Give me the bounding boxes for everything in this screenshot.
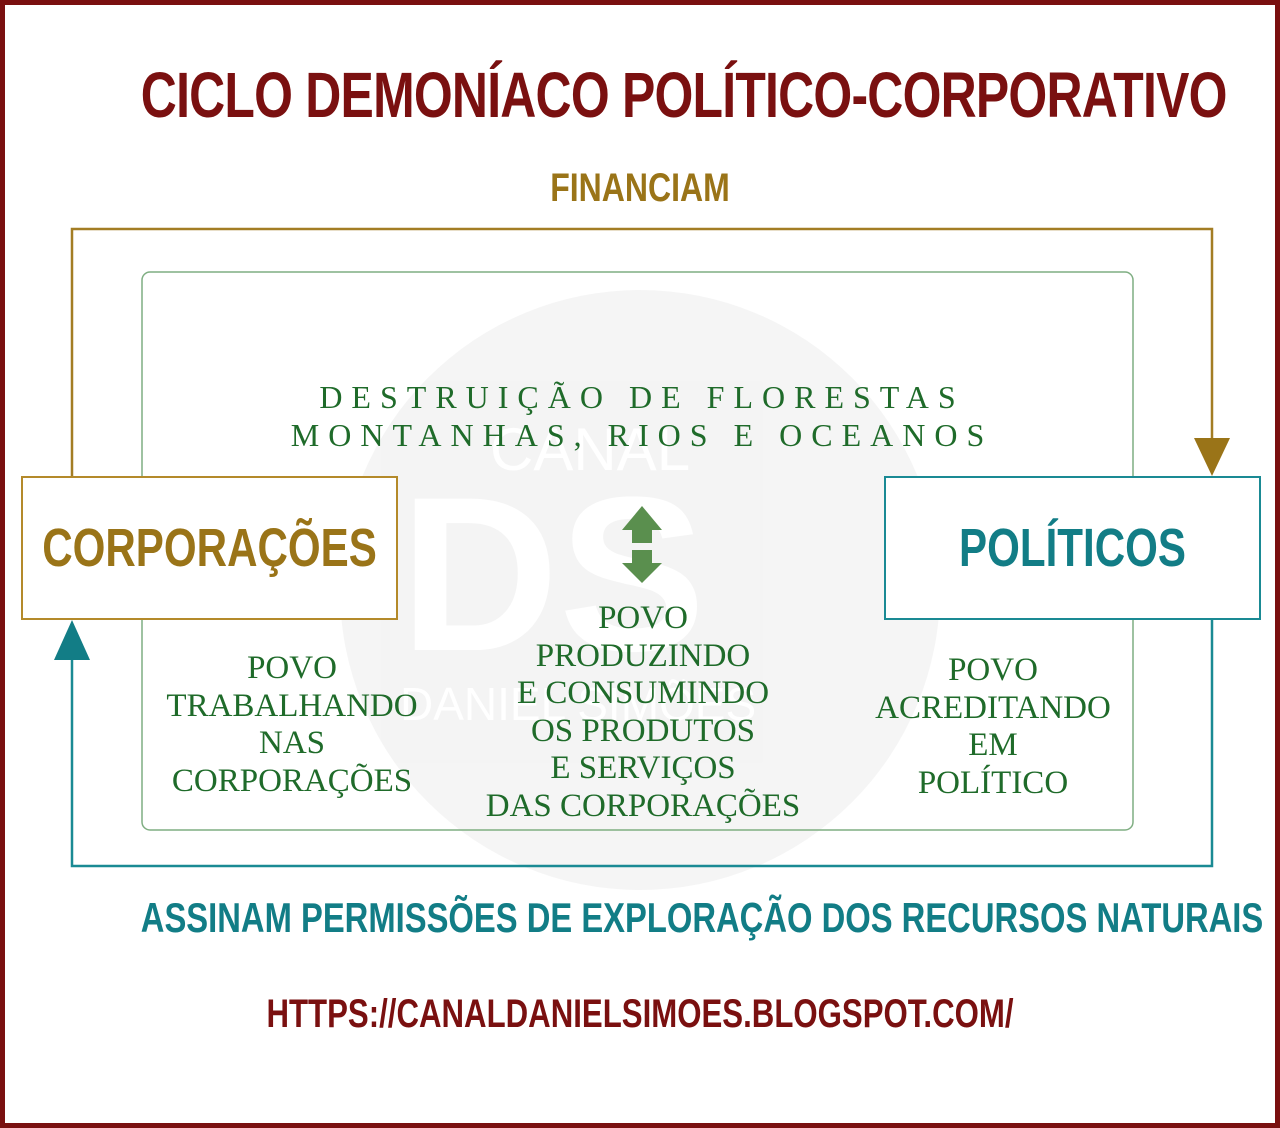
- diagram-title: CICLO DEMONÍACO POLÍTICO-CORPORATIVO: [140, 59, 1228, 131]
- middle-line: DAS CORPORAÇÕES: [485, 787, 801, 824]
- right-line: POLÍTICO: [917, 764, 1069, 801]
- left-line: POVO: [247, 650, 337, 686]
- assinam-label: ASSINAM PERMISSÕES DE EXPLORAÇÃO DOS REC…: [140, 894, 1264, 941]
- double-vertical-arrow-icon: [622, 506, 662, 583]
- watermark: CANAL DS DANIEL SIMÕES: [340, 290, 940, 890]
- destruction-line-1: DESTRUIÇÃO DE FLORESTAS: [319, 379, 965, 415]
- assinam-connector: [70, 620, 1214, 868]
- financiam-label: FINANCIAM: [550, 166, 730, 210]
- middle-line: OS PRODUTOS: [530, 712, 756, 749]
- left-line: TRABALHANDO: [166, 687, 418, 724]
- politicos-box: POLÍTICOS: [884, 476, 1261, 620]
- left-column: POVO TRABALHANDO NAS CORPORAÇÕES: [142, 650, 442, 800]
- corporacoes-box: CORPORAÇÕES: [21, 476, 398, 620]
- middle-line: E CONSUMINDO: [516, 675, 770, 711]
- left-line: CORPORAÇÕES: [171, 762, 413, 799]
- up-arrowhead-icon: [54, 620, 90, 660]
- middle-column: POVO PRODUZINDO E CONSUMINDO OS PRODUTOS…: [443, 600, 843, 825]
- watermark-circle: [340, 290, 940, 890]
- middle-line: POVO: [598, 600, 688, 636]
- right-line: ACREDITANDO: [875, 689, 1111, 726]
- corporacoes-label: CORPORAÇÕES: [42, 518, 377, 578]
- financiam-connector: [70, 227, 1214, 476]
- middle-line: E SERVIÇOS: [550, 750, 736, 786]
- right-line: EM: [968, 727, 1018, 763]
- destruction-line-2: MONTANHAS, RIOS E OCEANOS: [290, 417, 994, 453]
- right-line: POVO: [948, 652, 1038, 688]
- middle-line: PRODUZINDO: [535, 637, 751, 674]
- watermark-initials: DS: [400, 451, 706, 697]
- destruction-text: DESTRUIÇÃO DE FLORESTAS MONTANHAS, RIOS …: [142, 378, 1142, 454]
- watermark-top-text: CANAL: [490, 416, 690, 483]
- politicos-label: POLÍTICOS: [958, 518, 1186, 578]
- left-line: NAS: [258, 725, 326, 761]
- right-column: POVO ACREDITANDO EM POLÍTICO: [843, 652, 1143, 802]
- watermark-bottom-text: DANIEL SIMÕES: [400, 678, 756, 730]
- blog-url: HTTPS://CANALDANIELSIMOES.BLOGSPOT.COM/: [266, 992, 1014, 1036]
- down-arrowhead-icon: [1194, 438, 1230, 476]
